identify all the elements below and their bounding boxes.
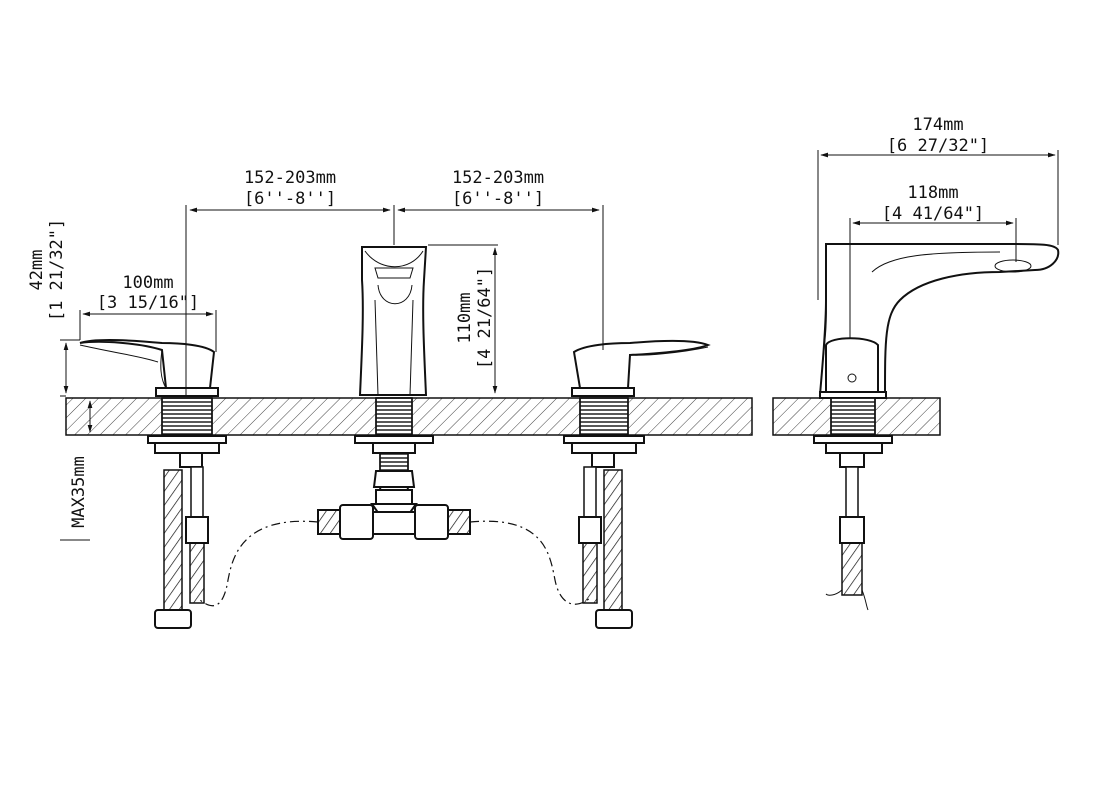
handle-height-imperial: [1 21/32"] (47, 219, 67, 321)
right-handle (563, 339, 711, 468)
spout-length-metric: 174mm (912, 115, 963, 135)
spout-height-metric: 110mm (455, 292, 475, 343)
deck-thickness-label: MAX35mm (69, 456, 89, 528)
spread-left-imperial: [6''-8''] (244, 189, 336, 209)
spout-reach-metric: 118mm (907, 183, 958, 203)
left-supply-lines (154, 466, 209, 629)
spout-side-view (813, 243, 1060, 611)
spread-left-metric: 152-203mm (244, 168, 336, 188)
left-handle (79, 338, 227, 468)
spout-length-imperial: [6 27/32"] (887, 136, 989, 156)
handle-height-metric: 42mm (27, 250, 47, 291)
spout-reach-imperial: [4 41/64"] (882, 204, 984, 224)
center-spout-front (354, 246, 434, 503)
handle-reach-metric: 100mm (122, 273, 173, 293)
handle-reach-imperial: [3 15/16"] (97, 293, 199, 313)
hose-path-right (469, 520, 591, 605)
dimension-lines (60, 150, 1059, 541)
right-supply-lines (578, 466, 633, 629)
tee-connector (317, 489, 471, 540)
spread-right-imperial: [6''-8''] (452, 189, 544, 209)
hose-path-left (199, 520, 319, 607)
spout-height-imperial: [4 21/64"] (475, 267, 495, 369)
spread-right-metric: 152-203mm (452, 168, 544, 188)
